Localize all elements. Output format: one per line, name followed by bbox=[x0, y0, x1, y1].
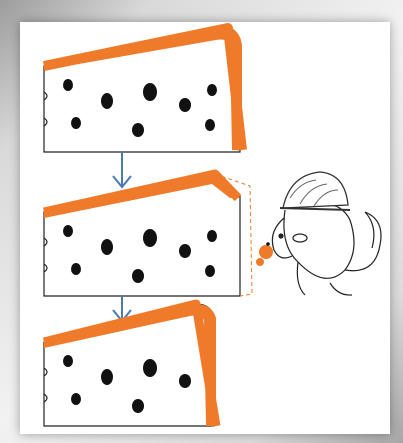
cheese-with-missing-end bbox=[44, 304, 216, 426]
helmet-icon bbox=[280, 172, 350, 210]
cheese-whole bbox=[44, 28, 242, 152]
mouse-icon bbox=[272, 204, 381, 295]
down-arrow-icon bbox=[113, 152, 131, 187]
cheese-being-eaten bbox=[44, 174, 252, 296]
cheese-crumb bbox=[256, 242, 273, 266]
